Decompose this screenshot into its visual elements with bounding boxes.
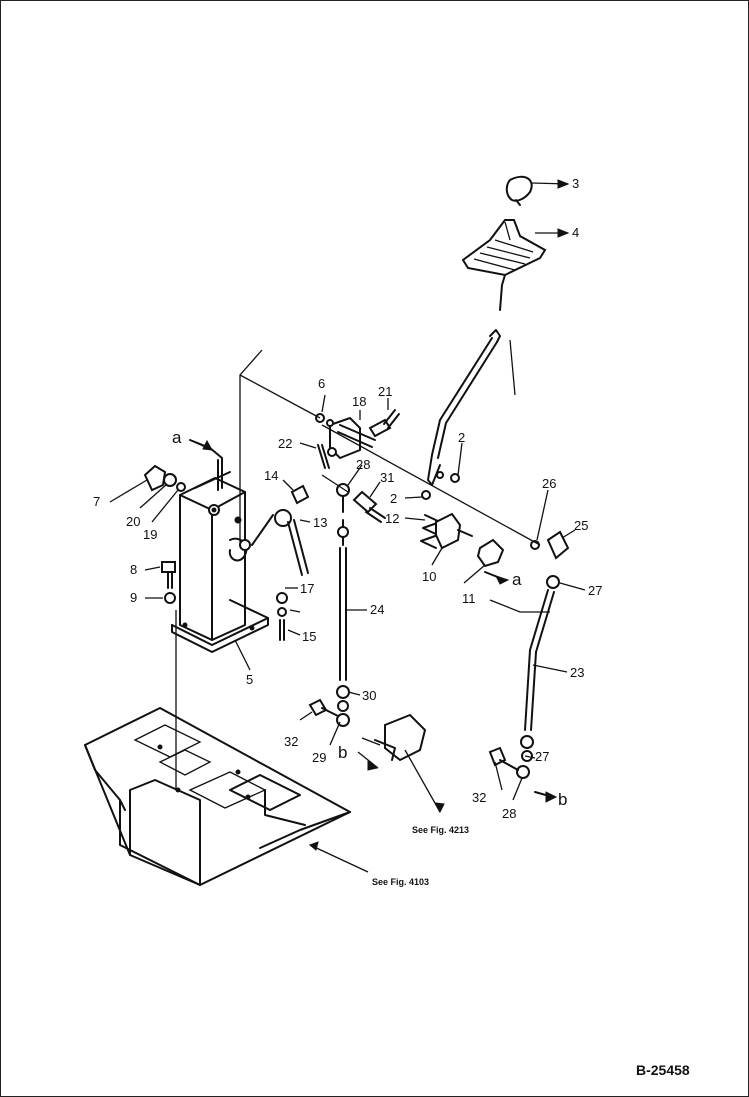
callout-28a: 28 bbox=[356, 457, 370, 472]
callout-32a: 32 bbox=[284, 734, 298, 749]
connection-labels: a a b b bbox=[172, 428, 567, 809]
console-box bbox=[171, 459, 269, 790]
figure-references: See Fig. 4213 See Fig. 4103 bbox=[372, 825, 469, 887]
callout-28b: 28 bbox=[502, 806, 516, 821]
callout-2a: 2 bbox=[458, 430, 465, 445]
callout-30: 30 bbox=[362, 688, 376, 703]
floor-plate bbox=[84, 707, 351, 886]
callout-8: 8 bbox=[130, 562, 137, 577]
callout-7: 7 bbox=[93, 494, 100, 509]
callout-numbers: 3 4 6 21 18 2 22 28 14 31 2 12 13 26 25 … bbox=[93, 176, 602, 821]
callout-9: 9 bbox=[130, 590, 137, 605]
gear-lever bbox=[427, 175, 547, 486]
reference-fig-4103: See Fig. 4103 bbox=[372, 877, 429, 887]
callout-20: 20 bbox=[126, 514, 140, 529]
callout-21: 21 bbox=[378, 384, 392, 399]
callout-26: 26 bbox=[542, 476, 556, 491]
callout-29: 29 bbox=[312, 750, 326, 765]
callout-15: 15 bbox=[302, 629, 316, 644]
callout-25: 25 bbox=[574, 518, 588, 533]
callout-23: 23 bbox=[570, 665, 584, 680]
callout-14: 14 bbox=[264, 468, 278, 483]
leader-lines bbox=[109, 182, 586, 873]
linkage-parts bbox=[143, 409, 570, 779]
callout-3: 3 bbox=[572, 176, 579, 191]
callout-10: 10 bbox=[422, 569, 436, 584]
callout-18: 18 bbox=[352, 394, 366, 409]
connection-label-a-left: a bbox=[172, 428, 182, 447]
callout-24: 24 bbox=[370, 602, 384, 617]
connection-label-a-right: a bbox=[512, 570, 522, 589]
drawing-code: B-25458 bbox=[636, 1062, 690, 1078]
callout-13: 13 bbox=[313, 515, 327, 530]
callout-22: 22 bbox=[278, 436, 292, 451]
callout-27b: 27 bbox=[535, 749, 549, 764]
connection-label-b-left: b bbox=[338, 743, 347, 762]
callout-17: 17 bbox=[300, 581, 314, 596]
callout-11: 11 bbox=[462, 591, 476, 606]
reference-fig-4213: See Fig. 4213 bbox=[412, 825, 469, 835]
callout-6: 6 bbox=[318, 376, 325, 391]
callout-31: 31 bbox=[380, 470, 394, 485]
callout-2b: 2 bbox=[390, 491, 397, 506]
callout-5: 5 bbox=[246, 672, 253, 687]
callout-4: 4 bbox=[572, 225, 579, 240]
callout-27a: 27 bbox=[588, 583, 602, 598]
callout-32b: 32 bbox=[472, 790, 486, 805]
connection-label-b-right: b bbox=[558, 790, 567, 809]
callout-12: 12 bbox=[385, 511, 399, 526]
callout-19: 19 bbox=[143, 527, 157, 542]
arrows bbox=[189, 179, 570, 851]
